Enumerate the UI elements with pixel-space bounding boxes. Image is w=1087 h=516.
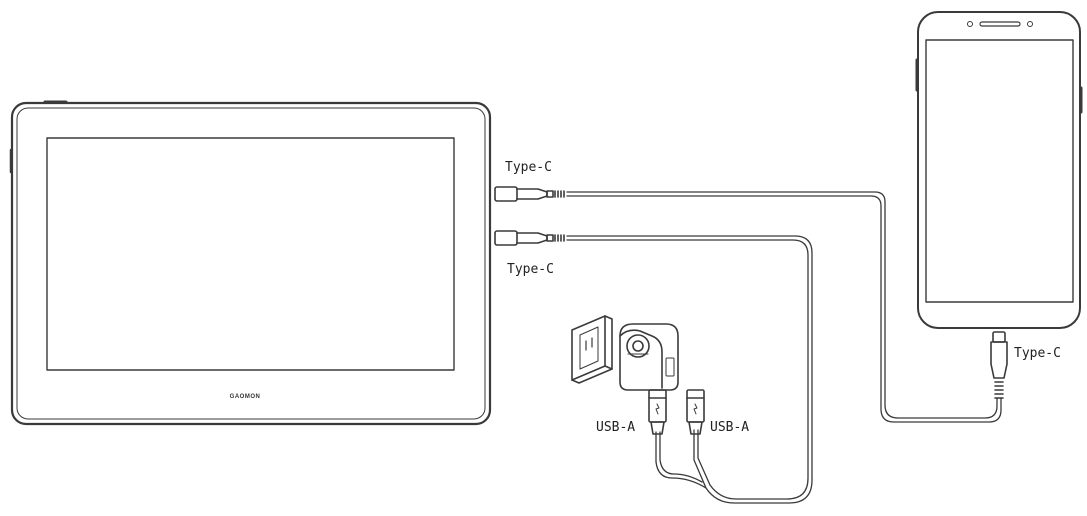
smartphone <box>915 11 1083 329</box>
cable-monitor-to-y-splitter <box>566 235 813 504</box>
monitor-type-c-plug-bottom <box>494 230 565 246</box>
cable-monitor-to-phone <box>566 191 1002 423</box>
usb-a-label-left: USB-A <box>596 420 636 435</box>
monitor-brand-logo: GAOMON <box>230 394 261 400</box>
y-splitter-left-branch <box>655 431 707 489</box>
type-c-label-monitor-bottom: Type-C <box>507 262 554 277</box>
type-c-label-monitor-top: Type-C <box>505 160 552 175</box>
type-c-label-phone: Type-C <box>1014 346 1061 361</box>
monitor-type-c-plug-top <box>494 186 565 202</box>
power-adapter <box>619 323 679 391</box>
wall-socket <box>571 315 613 384</box>
phone-type-c-plug <box>990 331 1008 399</box>
pen-display-monitor <box>9 100 492 426</box>
usb-a-label-right: USB-A <box>710 420 750 435</box>
usb-a-plug-right <box>686 389 705 435</box>
usb-a-plug-left <box>648 389 667 435</box>
